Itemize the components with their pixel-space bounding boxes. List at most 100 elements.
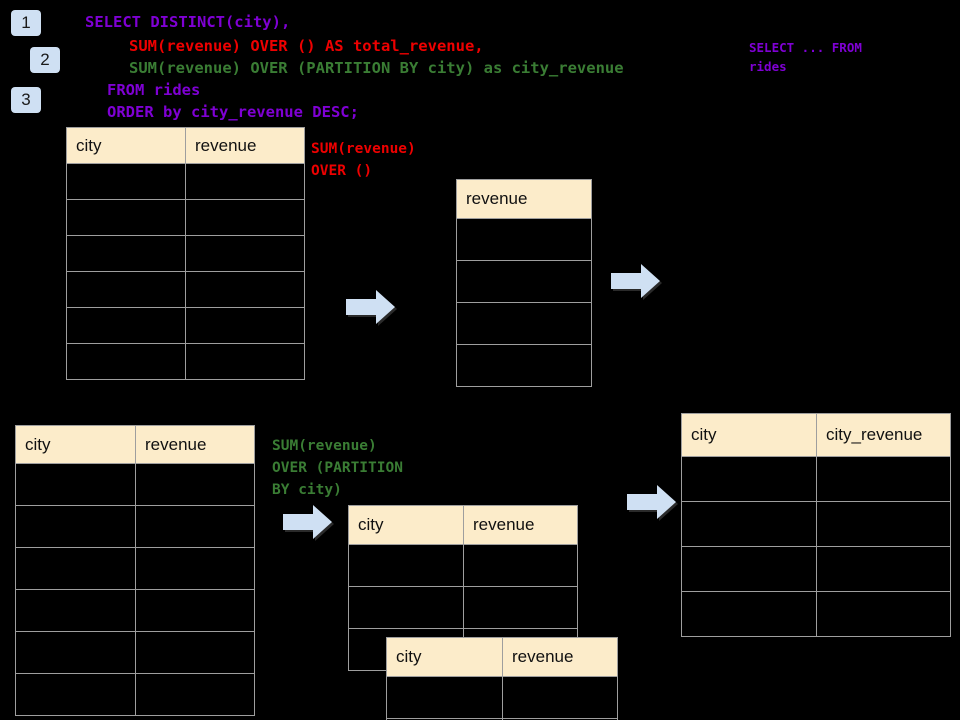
side-note-line-1: SELECT ... FROM bbox=[749, 40, 862, 55]
table-row bbox=[456, 218, 592, 261]
table-row bbox=[66, 307, 305, 344]
column-header-revenue: revenue bbox=[502, 637, 618, 677]
cell-revenue bbox=[135, 673, 255, 716]
cell-city-revenue bbox=[816, 501, 951, 547]
table-header-row: city revenue bbox=[15, 425, 255, 464]
cell-revenue bbox=[456, 218, 592, 261]
step-badge-2-label: 2 bbox=[40, 50, 50, 69]
annotation-city-revenue-line-2: OVER (PARTITION bbox=[272, 460, 403, 476]
cell-city-revenue bbox=[816, 591, 951, 637]
annotation-city-revenue-line-3: BY city) bbox=[272, 482, 342, 498]
cell-revenue bbox=[456, 302, 592, 345]
table-header-row: city city_revenue bbox=[681, 413, 951, 457]
cell-city bbox=[681, 546, 817, 592]
table-rides-source: city revenue bbox=[66, 127, 305, 380]
cell-revenue bbox=[135, 547, 255, 590]
table-row bbox=[681, 546, 951, 592]
cell-city bbox=[15, 463, 136, 506]
cell-revenue bbox=[502, 718, 618, 720]
cell-revenue bbox=[135, 463, 255, 506]
column-header-city: city bbox=[386, 637, 503, 677]
table-row bbox=[66, 271, 305, 308]
cell-revenue bbox=[456, 260, 592, 303]
table-row bbox=[15, 589, 255, 632]
arrow-source-to-total-icon bbox=[346, 290, 397, 326]
column-header-city: city bbox=[66, 127, 186, 164]
cell-city bbox=[66, 199, 186, 236]
cell-revenue bbox=[185, 307, 305, 344]
column-header-revenue: revenue bbox=[185, 127, 305, 164]
column-header-revenue: revenue bbox=[463, 505, 578, 545]
step-badge-1-label: 1 bbox=[21, 13, 31, 32]
step-badge-1: 1 bbox=[11, 10, 41, 36]
cell-revenue bbox=[135, 589, 255, 632]
table-header-row: city revenue bbox=[386, 637, 618, 677]
table-row bbox=[15, 673, 255, 716]
table-final-result: city city_revenue bbox=[681, 413, 951, 637]
table-header-row: revenue bbox=[456, 179, 592, 219]
cell-city-revenue bbox=[816, 456, 951, 502]
sql-line-select: SELECT DISTINCT(city), bbox=[85, 13, 291, 31]
cell-city bbox=[15, 631, 136, 674]
table-row bbox=[386, 718, 618, 720]
table-row bbox=[66, 343, 305, 380]
cell-city bbox=[15, 547, 136, 590]
step-badge-3: 3 bbox=[11, 87, 41, 113]
cell-revenue bbox=[185, 199, 305, 236]
sql-line-order-by: ORDER by city_revenue DESC; bbox=[107, 103, 359, 121]
cell-city bbox=[681, 591, 817, 637]
table-partition-front: city revenue bbox=[386, 637, 618, 720]
cell-revenue bbox=[135, 631, 255, 674]
cell-revenue bbox=[463, 586, 578, 629]
column-header-city-revenue: city_revenue bbox=[816, 413, 951, 457]
cell-city bbox=[348, 586, 464, 629]
table-row bbox=[66, 235, 305, 272]
cell-city bbox=[681, 456, 817, 502]
column-header-revenue: revenue bbox=[456, 179, 592, 219]
table-row bbox=[456, 302, 592, 345]
cell-city bbox=[386, 676, 503, 719]
table-row bbox=[15, 505, 255, 548]
step-badge-3-label: 3 bbox=[21, 90, 31, 109]
arrow-source2-to-partition-icon bbox=[283, 505, 334, 541]
annotation-city-revenue-line-1: SUM(revenue) bbox=[272, 438, 377, 454]
annotation-total-revenue-line-1: SUM(revenue) bbox=[311, 141, 416, 157]
table-row bbox=[681, 456, 951, 502]
cell-revenue bbox=[185, 163, 305, 200]
cell-revenue bbox=[185, 343, 305, 380]
table-row bbox=[66, 199, 305, 236]
step-badge-2: 2 bbox=[30, 47, 60, 73]
table-row bbox=[66, 163, 305, 200]
table-row bbox=[386, 676, 618, 719]
sql-line-from: FROM rides bbox=[107, 81, 201, 99]
table-row bbox=[456, 260, 592, 303]
column-header-city: city bbox=[15, 425, 136, 464]
cell-city bbox=[66, 343, 186, 380]
cell-city bbox=[66, 235, 186, 272]
annotation-total-revenue-line-2: OVER () bbox=[311, 163, 373, 179]
cell-revenue bbox=[502, 676, 618, 719]
table-row bbox=[15, 463, 255, 506]
cell-revenue bbox=[135, 505, 255, 548]
arrow-partition-to-final-icon bbox=[627, 485, 678, 521]
column-header-city: city bbox=[681, 413, 817, 457]
side-note-line-2: rides bbox=[749, 59, 787, 74]
cell-city bbox=[15, 589, 136, 632]
table-row bbox=[15, 631, 255, 674]
cell-city bbox=[348, 544, 464, 587]
table-row bbox=[15, 547, 255, 590]
cell-city bbox=[66, 163, 186, 200]
table-row bbox=[681, 591, 951, 637]
table-row bbox=[456, 344, 592, 387]
table-row bbox=[348, 586, 578, 629]
arrow-total-to-final-icon bbox=[611, 264, 662, 300]
cell-revenue bbox=[456, 344, 592, 387]
column-header-city: city bbox=[348, 505, 464, 545]
table-row bbox=[348, 544, 578, 587]
cell-city bbox=[66, 307, 186, 344]
cell-city bbox=[15, 673, 136, 716]
cell-city bbox=[66, 271, 186, 308]
cell-revenue bbox=[185, 235, 305, 272]
sql-line-total-revenue: SUM(revenue) OVER () AS total_revenue, bbox=[129, 37, 484, 55]
